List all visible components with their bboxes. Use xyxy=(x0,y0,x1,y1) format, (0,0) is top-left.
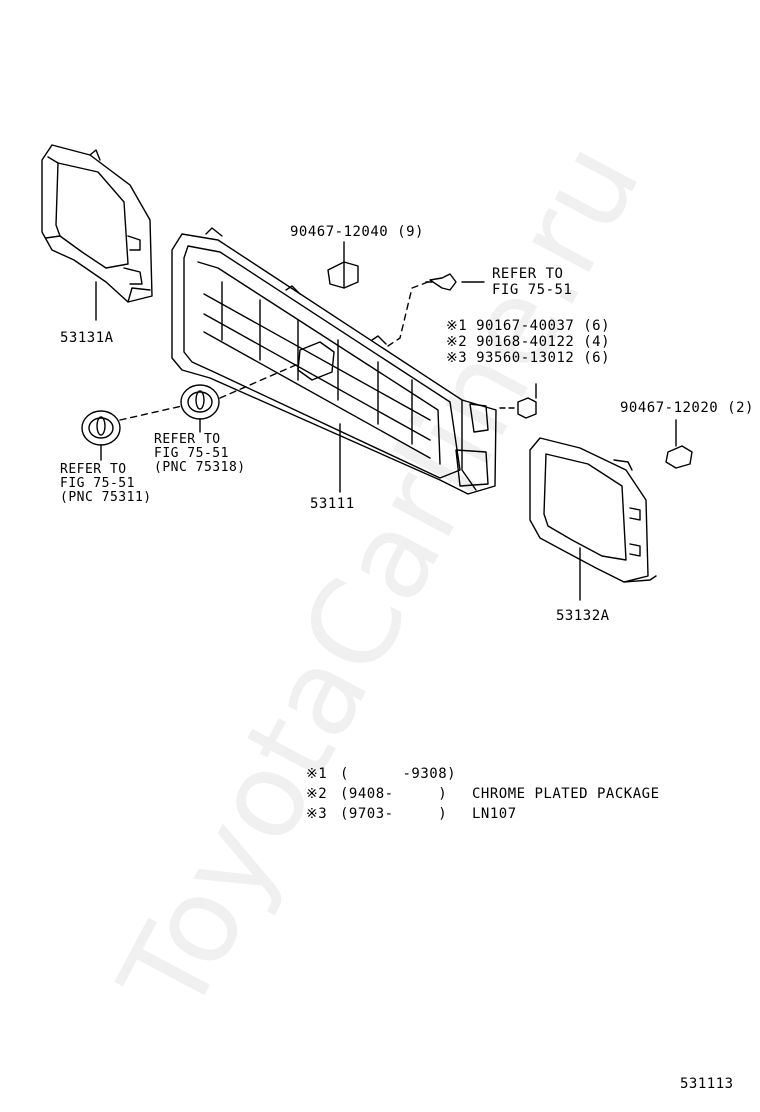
part-label-clip-left: 90467-12040 (9) xyxy=(290,224,424,240)
note-range-2: (9408- ) xyxy=(340,786,448,802)
ref-upper-line2: FIG 75-51 xyxy=(492,282,573,298)
ref-emblem-center-line3: (PNC 75318) xyxy=(154,460,246,475)
grille xyxy=(171,227,497,495)
leader-lines xyxy=(119,281,429,421)
note-mark-3: ※3 xyxy=(306,806,328,822)
part-label-left-bezel: 53131A xyxy=(60,330,114,346)
part-label-screw-3: ※3 93560-13012 (6) xyxy=(446,350,611,366)
part-label-screw-1: ※1 90167-40037 (6) xyxy=(446,318,611,334)
ref-emblem-left-line2: FIG 75-51 xyxy=(60,476,135,491)
left-headlamp-bezel xyxy=(41,144,153,321)
note-range-3: (9703- ) xyxy=(340,806,448,822)
ref-upper-line1: REFER TO xyxy=(492,266,564,282)
note-mark-2: ※2 xyxy=(306,786,328,802)
ref-emblem-left-line1: REFER TO xyxy=(60,462,127,477)
note-desc-3: LN107 xyxy=(472,806,517,822)
clip-9046712040 xyxy=(327,241,359,289)
leader-solid xyxy=(461,281,537,399)
part-label-screw-2: ※2 90168-40122 (4) xyxy=(446,334,611,350)
emblem-75311 xyxy=(81,410,121,461)
ref-emblem-left-line3: (PNC 75311) xyxy=(60,490,152,505)
part-label-clip-right: 90467-12020 (2) xyxy=(620,400,754,416)
emblem-75318 xyxy=(180,384,220,433)
screw-lower xyxy=(499,397,537,419)
ref-emblem-center-line2: FIG 75-51 xyxy=(154,446,229,461)
right-headlamp-bezel xyxy=(529,437,657,601)
ref-emblem-center-line1: REFER TO xyxy=(154,432,221,447)
screw-upper xyxy=(425,273,457,291)
clip-9046712020 xyxy=(665,419,693,469)
figure-id: 531113 xyxy=(680,1076,734,1092)
part-label-grille: 53111 xyxy=(310,496,355,512)
note-range-1: ( -9308) xyxy=(340,766,457,782)
note-mark-1: ※1 xyxy=(306,766,328,782)
part-label-right-bezel: 53132A xyxy=(556,608,610,624)
note-desc-2: CHROME PLATED PACKAGE xyxy=(472,786,660,802)
